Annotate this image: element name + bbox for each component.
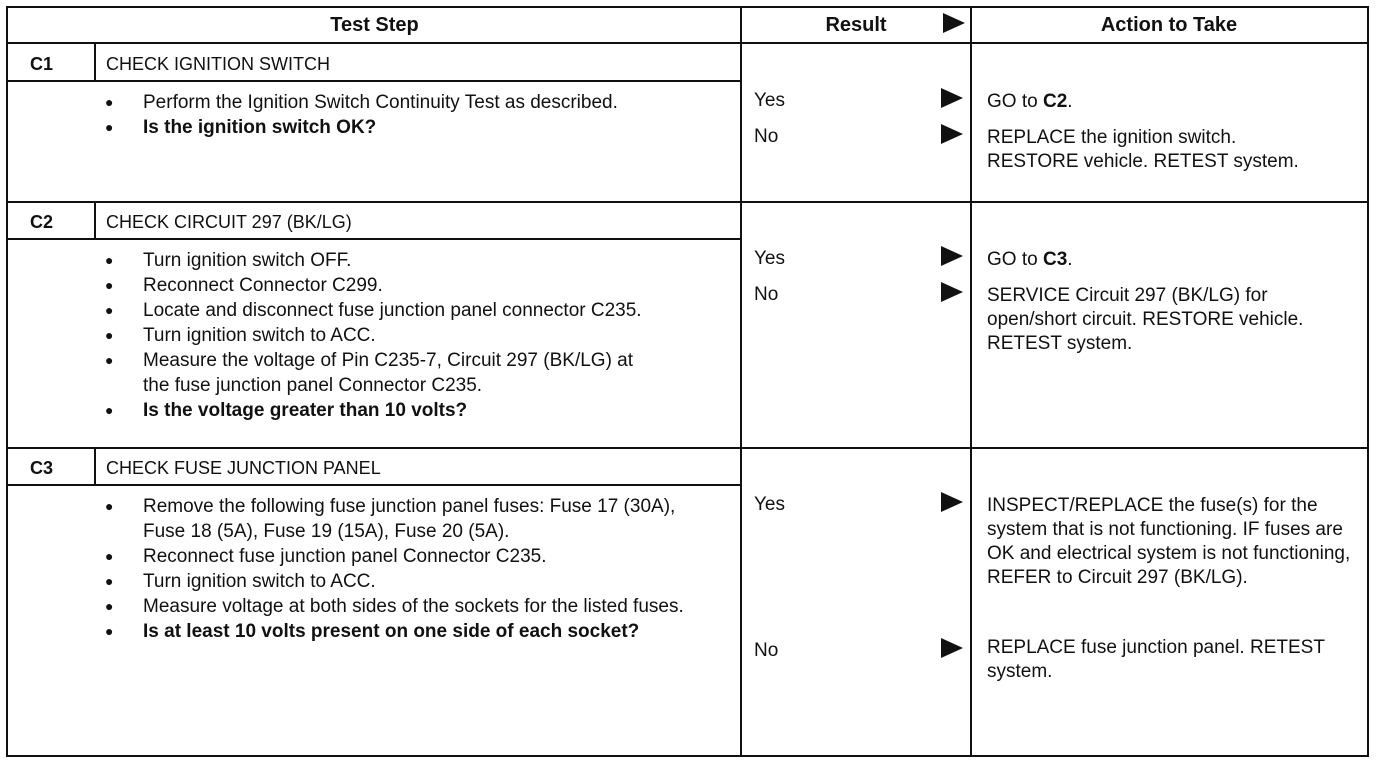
step-title-c3: CHECK FUSE JUNCTION PANEL bbox=[106, 458, 381, 478]
step-id-c1: C1 bbox=[30, 54, 54, 74]
action-no-c2: SERVICE Circuit 297 (BK/LG) for open/sho… bbox=[987, 285, 1304, 354]
arrow-icon bbox=[941, 638, 963, 658]
step-id-divider bbox=[94, 449, 96, 486]
action-yes-c1: GO to C2. bbox=[987, 91, 1073, 112]
action-yes-c2: GO to C3. bbox=[987, 249, 1073, 270]
list-item: Measure the voltage of Pin C235-7, Circu… bbox=[103, 348, 663, 398]
result-yes-c1: Yes bbox=[754, 90, 785, 111]
list-item: Measure voltage at both sides of the soc… bbox=[103, 594, 703, 619]
header-result: Result bbox=[825, 13, 887, 36]
result-no-c2: No bbox=[754, 284, 779, 305]
arrow-icon bbox=[941, 124, 963, 144]
action-yes-c3: INSPECT/REPLACE the fuse(s) for the syst… bbox=[987, 495, 1351, 588]
step-id-divider bbox=[94, 203, 96, 240]
list-item: Remove the following fuse junction panel… bbox=[103, 494, 703, 544]
arrow-icon bbox=[941, 246, 963, 266]
list-item: Reconnect Connector C299. bbox=[103, 273, 663, 298]
result-no-c1: No bbox=[754, 126, 779, 147]
column-divider-action bbox=[970, 8, 972, 755]
list-item: Turn ignition switch to ACC. bbox=[103, 569, 703, 594]
step-divider bbox=[8, 201, 1367, 203]
list-item: Turn ignition switch to ACC. bbox=[103, 323, 663, 348]
header-test-step: Test Step bbox=[330, 13, 419, 36]
diagnostic-table: Test Step Result Action to Take C1 CHECK… bbox=[6, 6, 1369, 757]
step-title-c2: CHECK CIRCUIT 297 (BK/LG) bbox=[106, 212, 352, 232]
step-title-rule bbox=[8, 484, 740, 486]
result-yes-c2: Yes bbox=[754, 248, 785, 269]
arrow-icon bbox=[941, 88, 963, 108]
list-item: Turn ignition switch OFF. bbox=[103, 248, 663, 273]
header-action: Action to Take bbox=[1100, 13, 1238, 36]
step-bullets-c2: Turn ignition switch OFF. Reconnect Conn… bbox=[103, 248, 663, 423]
list-item: Locate and disconnect fuse junction pane… bbox=[103, 298, 663, 323]
result-no-c3: No bbox=[754, 640, 779, 661]
column-divider-result bbox=[740, 8, 742, 755]
action-no-c1: REPLACE the ignition switch. RESTORE veh… bbox=[987, 127, 1299, 172]
arrow-icon bbox=[941, 282, 963, 302]
step-id-divider bbox=[94, 44, 96, 81]
step-id-c2: C2 bbox=[30, 212, 54, 232]
step-title-rule bbox=[8, 238, 740, 240]
step-bullets-c1: Perform the Ignition Switch Continuity T… bbox=[103, 90, 663, 140]
arrow-icon bbox=[941, 492, 963, 512]
list-item: Reconnect fuse junction panel Connector … bbox=[103, 544, 703, 569]
step-title-rule bbox=[8, 80, 740, 82]
result-yes-c3: Yes bbox=[754, 494, 785, 515]
header-divider bbox=[8, 42, 1367, 44]
step-divider bbox=[8, 447, 1367, 449]
list-item: Perform the Ignition Switch Continuity T… bbox=[103, 90, 663, 115]
header-arrow-icon bbox=[943, 13, 965, 33]
action-no-c3: REPLACE fuse junction panel. RETEST syst… bbox=[987, 637, 1325, 682]
step-title-c1: CHECK IGNITION SWITCH bbox=[106, 54, 330, 74]
list-item: Is the voltage greater than 10 volts? bbox=[103, 398, 663, 423]
step-id-c3: C3 bbox=[30, 458, 54, 478]
list-item: Is the ignition switch OK? bbox=[103, 115, 663, 140]
list-item: Is at least 10 volts present on one side… bbox=[103, 619, 703, 644]
step-bullets-c3: Remove the following fuse junction panel… bbox=[103, 494, 703, 644]
